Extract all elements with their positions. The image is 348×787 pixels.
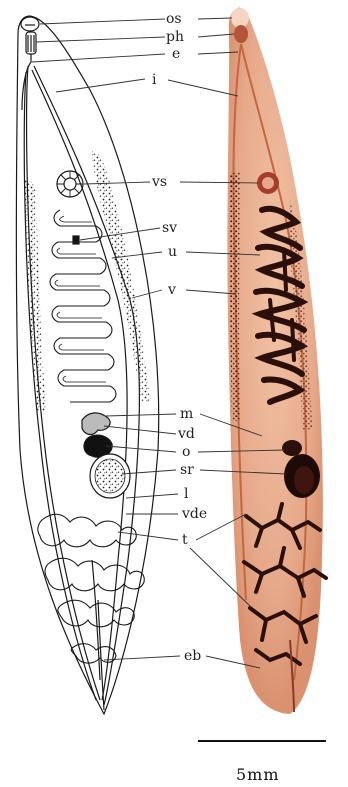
scale-bar-label: 5mm: [236, 765, 280, 784]
label-sv: sv: [162, 220, 177, 236]
label-sr: sr: [180, 462, 194, 478]
oral-sucker-specimen: [231, 8, 249, 28]
label-ph: ph: [166, 29, 184, 45]
label-vs: vs: [151, 174, 167, 190]
label-e: e: [172, 46, 180, 62]
label-vd: vd: [177, 426, 195, 442]
specimen-photo: [227, 8, 326, 714]
scale-bar: 5mm: [198, 741, 326, 784]
label-t: t: [182, 532, 188, 548]
vitellaria-right-drawing: [92, 150, 150, 404]
label-vde: vde: [181, 506, 207, 522]
ventral-sucker-drawing: [57, 171, 83, 197]
uterus-drawing: [50, 210, 116, 402]
label-os: os: [166, 11, 182, 27]
label-o: o: [182, 444, 190, 460]
label-eb: eb: [184, 648, 201, 664]
pharynx-specimen: [234, 25, 248, 43]
ovary-region-drawing: [82, 413, 130, 498]
label-v: v: [167, 282, 176, 298]
vitellaria-left-drawing: [24, 180, 46, 412]
label-u: u: [168, 244, 177, 260]
label-m: m: [180, 406, 193, 422]
label-i: i: [152, 72, 157, 88]
line-drawing: [16, 16, 158, 714]
oral-sucker-drawing: [21, 17, 39, 31]
label-l: l: [184, 486, 189, 502]
seminal-vesicle-drawing: [73, 236, 79, 244]
labels: os ph e i vs sv u v m vd o sr l vde t eb: [151, 11, 207, 664]
ovary-specimen: [282, 440, 302, 456]
